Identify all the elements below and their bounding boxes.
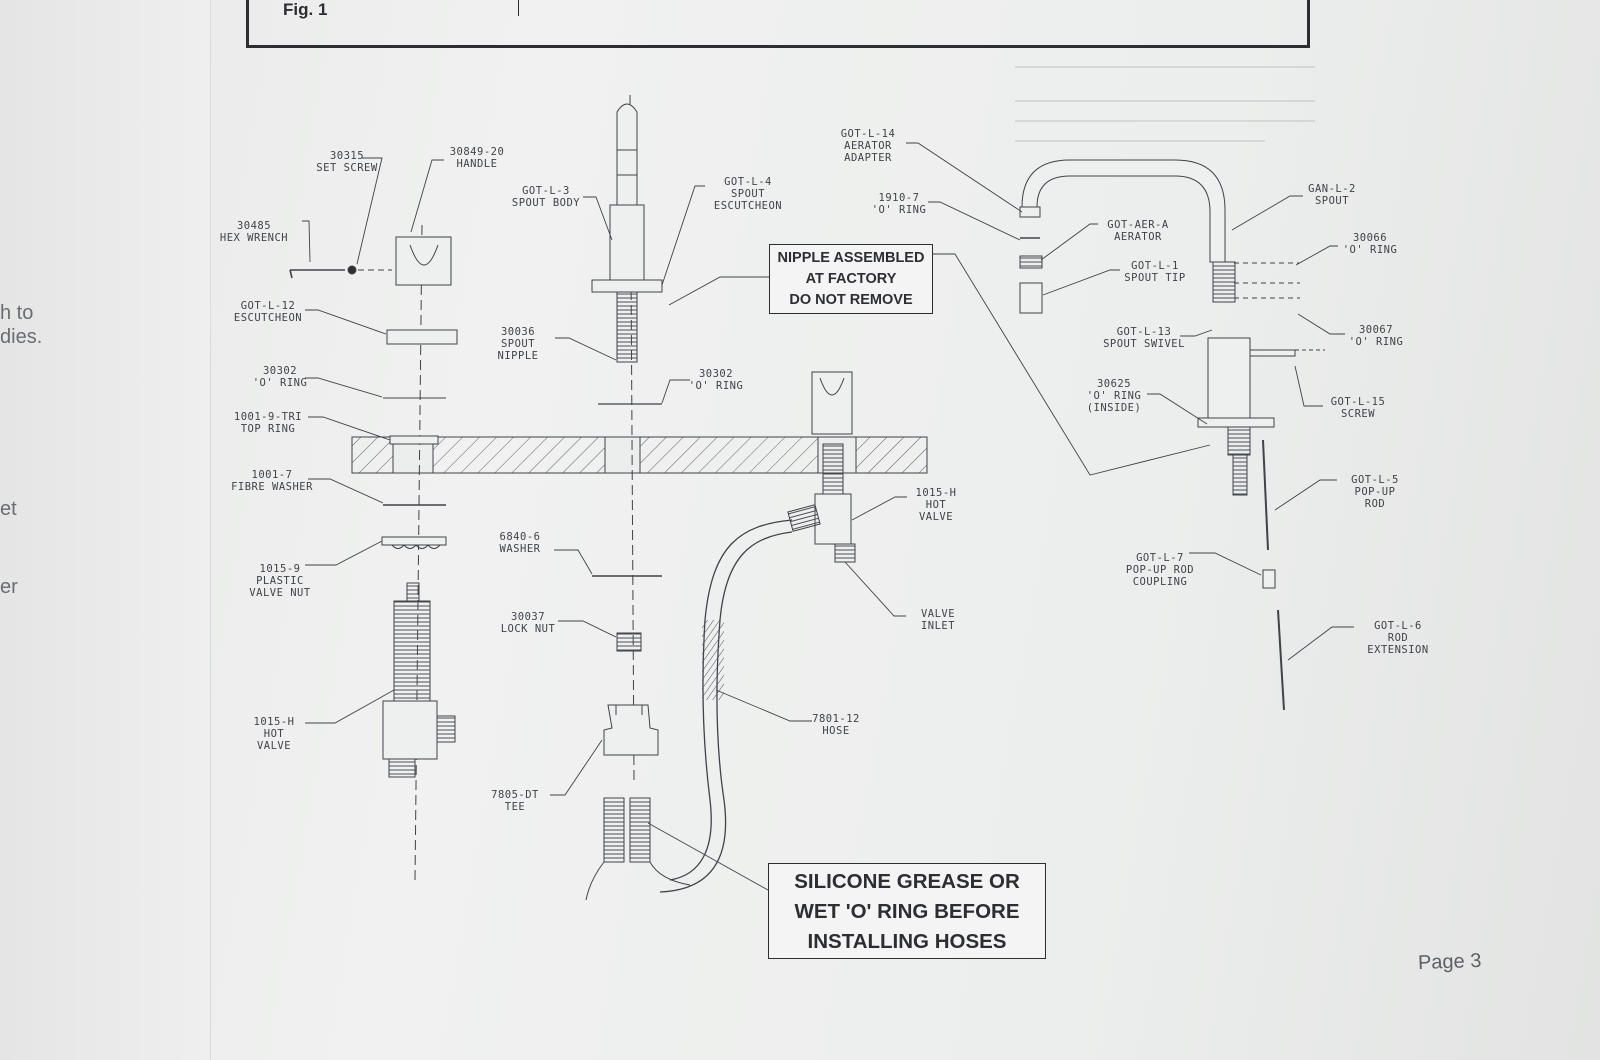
figure-frame-divider	[518, 0, 519, 16]
callout-nipple-assembled: NIPPLE ASSEMBLED AT FACTORY DO NOT REMOV…	[769, 244, 933, 314]
part-leader-lines	[302, 142, 1354, 891]
figure-label: Fig. 1	[283, 0, 328, 19]
show-through-text-line	[1015, 100, 1315, 102]
spout-swivel-assembly	[1019, 159, 1325, 711]
left-page-edge	[0, 0, 211, 1060]
left-page-text-2: dies.	[0, 326, 43, 348]
supply-hose-ends	[585, 797, 691, 901]
show-through-text-line	[1015, 140, 1265, 142]
part-label-o-ring-30067: 30067'O' RING	[1348, 324, 1404, 348]
part-label-o-ring-inside: 30625'O' RING(INSIDE)	[1086, 378, 1142, 414]
page-number: Page 3	[1417, 949, 1482, 975]
left-page-text-1: h to	[0, 302, 34, 324]
left-page-text-3: et	[0, 498, 17, 520]
part-label-o-ring-1910: 1910-7'O' RING	[871, 192, 927, 216]
part-label-o-ring-30302-left: 30302'O' RING	[252, 365, 308, 389]
show-through-text-line	[1015, 120, 1315, 122]
left-page-text-4: er	[0, 576, 18, 598]
figure-frame	[246, 0, 1310, 48]
spout-body-assembly	[591, 94, 663, 781]
part-label-o-ring-30066: 30066'O' RING	[1342, 232, 1398, 256]
handle-valve-assembly	[289, 224, 458, 881]
show-through-text-line	[1015, 66, 1315, 68]
part-label-o-ring-30302-mid: 30302'O' RING	[688, 368, 744, 392]
hot-valve-and-hose	[659, 371, 856, 893]
callout-silicone-grease: SILICONE GREASE OR WET 'O' RING BEFORE I…	[768, 863, 1046, 959]
